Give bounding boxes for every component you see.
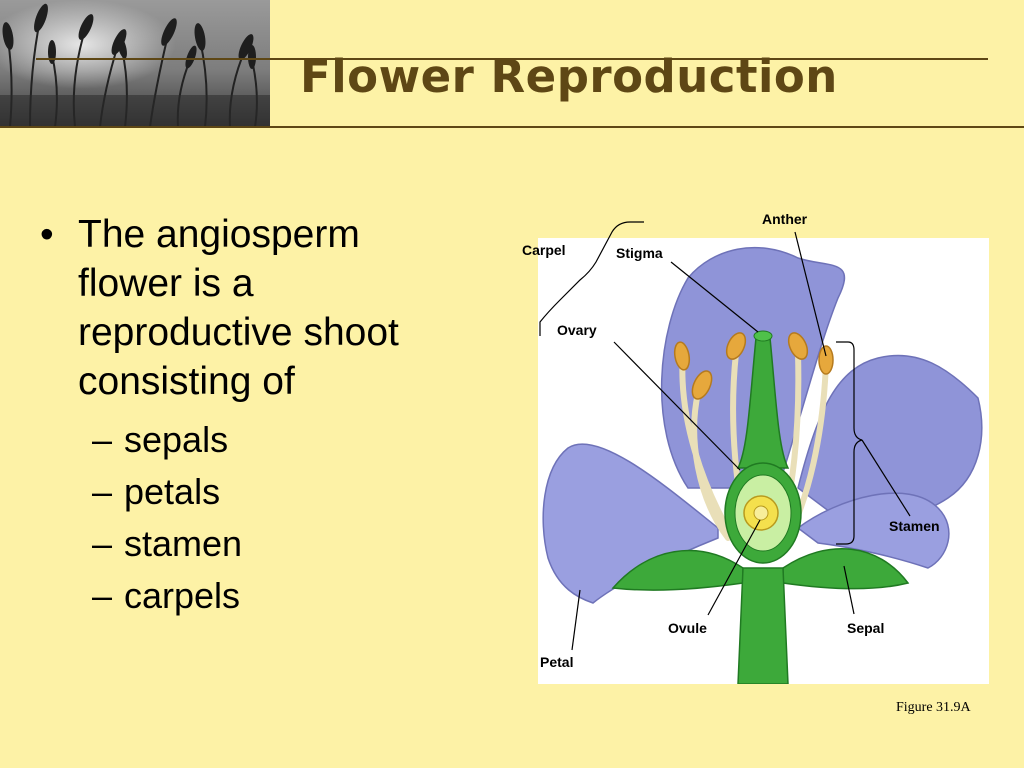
bullet-marker: • bbox=[40, 213, 54, 256]
dash-marker: – bbox=[92, 471, 113, 512]
label-anther: Anther bbox=[762, 211, 808, 227]
title-rule-top bbox=[36, 58, 988, 60]
label-carpel: Carpel bbox=[522, 242, 566, 258]
sub-item-carpels: –carpels bbox=[92, 570, 460, 622]
label-ovary: Ovary bbox=[557, 322, 597, 338]
header-rule-bottom bbox=[0, 126, 1024, 128]
carpel-style bbox=[736, 337, 790, 469]
flower-diagram bbox=[538, 238, 989, 685]
bullet-list: • The angiosperm flower is a reproductiv… bbox=[40, 210, 460, 622]
label-sepal: Sepal bbox=[847, 620, 885, 636]
dash-marker: – bbox=[92, 575, 113, 616]
bullet-item: • The angiosperm flower is a reproductiv… bbox=[40, 210, 460, 406]
label-stamen: Stamen bbox=[889, 518, 940, 534]
bullet-text: The angiosperm flower is a reproductive … bbox=[78, 213, 399, 403]
label-ovule: Ovule bbox=[668, 620, 707, 636]
figure-caption: Figure 31.9A bbox=[896, 700, 971, 715]
anther bbox=[818, 345, 834, 375]
label-stigma: Stigma bbox=[616, 245, 663, 261]
sub-item-stamen: –stamen bbox=[92, 518, 460, 570]
dash-marker: – bbox=[92, 523, 113, 564]
slide-title: Flower Reproduction bbox=[300, 50, 838, 103]
dash-marker: – bbox=[92, 419, 113, 460]
sub-item-sepals: –sepals bbox=[92, 414, 460, 466]
stem bbox=[737, 567, 789, 685]
label-petal: Petal bbox=[540, 654, 574, 670]
stigma bbox=[753, 330, 773, 342]
sub-list: –sepals –petals –stamen –carpels bbox=[40, 414, 460, 622]
sub-item-petals: –petals bbox=[92, 466, 460, 518]
header-wheat-photo bbox=[0, 0, 270, 127]
